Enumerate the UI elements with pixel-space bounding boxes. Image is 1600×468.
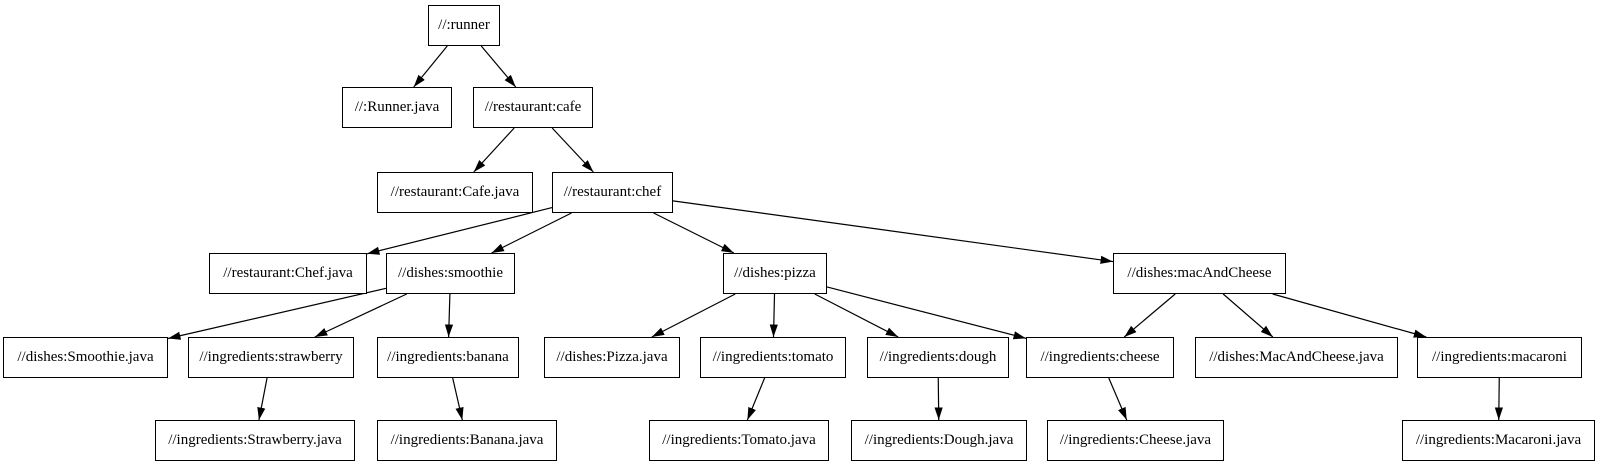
edge-cafe-to-cafe-java (473, 127, 515, 173)
node-label: //ingredients:dough (879, 349, 997, 365)
node-banana: //ingredients:banana (377, 337, 519, 378)
edge-mac-and-cheese-to-cheese (1123, 293, 1176, 338)
edge-smoothie-to-smoothie-java (167, 287, 387, 340)
edge-dough-to-dough-java (934, 377, 943, 421)
node-label: //ingredients:Cheese.java (1059, 432, 1212, 448)
node-label: //ingredients:Strawberry.java (168, 432, 342, 448)
node-label: //dishes:smoothie (398, 265, 503, 281)
edge-runner-to-cafe (480, 45, 517, 88)
node-macaroni-java: //ingredients:Macaroni.java (1402, 420, 1595, 461)
edge-banana-to-banana-java (452, 377, 464, 421)
node-label: //ingredients:Macaroni.java (1415, 432, 1582, 448)
node-label: //dishes:pizza (734, 265, 816, 281)
node-dough-java: //ingredients:Dough.java (851, 420, 1027, 461)
edge-pizza-to-dough (814, 293, 899, 338)
node-label: //ingredients:banana (387, 349, 509, 365)
edge-cheese-to-cheese-java (1108, 377, 1128, 421)
node-label: //ingredients:Dough.java (864, 432, 1014, 448)
node-label: //restaurant:cafe (484, 99, 582, 115)
edge-chef-to-chef-java (366, 207, 553, 255)
edge-chef-to-smoothie (491, 212, 572, 254)
node-strawberry: //ingredients:strawberry (188, 337, 354, 378)
node-label: //dishes:macAndCheese (1127, 265, 1272, 281)
node-label: //ingredients:cheese (1040, 349, 1160, 365)
node-label: //dishes:MacAndCheese.java (1209, 349, 1384, 365)
node-label: //restaurant:Chef.java (223, 265, 353, 281)
node-strawberry-java: //ingredients:Strawberry.java (155, 420, 355, 461)
node-chef: //restaurant:chef (552, 172, 673, 213)
node-label: //ingredients:strawberry (199, 349, 343, 365)
edge-tomato-to-tomato-java (746, 377, 766, 421)
node-smoothie-java: //dishes:Smoothie.java (3, 337, 168, 378)
node-tomato-java: //ingredients:Tomato.java (649, 420, 829, 461)
node-label: //restaurant:Cafe.java (390, 184, 520, 200)
edge-pizza-to-tomato (769, 293, 778, 338)
node-pizza-java: //dishes:Pizza.java (544, 337, 680, 378)
node-dough: //ingredients:dough (867, 337, 1009, 378)
edge-chef-to-pizza (653, 212, 735, 254)
node-label: //restaurant:chef (563, 184, 662, 200)
node-label: //dishes:Smoothie.java (17, 349, 154, 365)
edge-runner-to-runner-java (413, 45, 448, 88)
node-cafe-java: //restaurant:Cafe.java (377, 172, 533, 213)
node-label: //ingredients:tomato (712, 349, 834, 365)
node-label: //ingredients:macaroni (1432, 349, 1567, 365)
node-runner: //:runner (428, 5, 500, 46)
node-mac-and-cheese-java: //dishes:MacAndCheese.java (1195, 337, 1398, 378)
edge-smoothie-to-banana (444, 293, 454, 338)
node-cheese-java: //ingredients:Cheese.java (1047, 420, 1224, 461)
node-macaroni: //ingredients:macaroni (1417, 337, 1582, 378)
node-label: //dishes:Pizza.java (556, 349, 668, 365)
edge-pizza-to-cheese (826, 286, 1027, 340)
node-runner-java: //:Runner.java (342, 87, 452, 128)
node-label: //:Runner.java (354, 99, 440, 115)
node-mac-and-cheese: //dishes:macAndCheese (1113, 253, 1286, 294)
node-banana-java: //ingredients:Banana.java (377, 420, 557, 461)
edge-cafe-to-chef (551, 127, 594, 173)
edge-strawberry-to-strawberry-java (257, 377, 268, 421)
node-pizza: //dishes:pizza (723, 253, 827, 294)
node-label: //ingredients:Banana.java (390, 432, 544, 448)
node-chef-java: //restaurant:Chef.java (209, 253, 367, 294)
edge-pizza-to-pizza-java (651, 293, 736, 338)
node-label: //ingredients:Tomato.java (662, 432, 816, 448)
node-cafe: //restaurant:cafe (473, 87, 593, 128)
node-smoothie: //dishes:smoothie (386, 253, 515, 294)
node-cheese: //ingredients:cheese (1026, 337, 1174, 378)
node-label: //:runner (438, 17, 490, 33)
edge-smoothie-to-strawberry (314, 293, 407, 338)
edge-mac-and-cheese-to-macaroni (1272, 293, 1427, 338)
edge-macaroni-to-macaroni-java (1494, 377, 1503, 421)
edge-chef-to-mac-and-cheese (672, 200, 1114, 264)
edge-mac-and-cheese-to-mac-and-cheese-java (1222, 293, 1274, 338)
node-tomato: //ingredients:tomato (700, 337, 846, 378)
